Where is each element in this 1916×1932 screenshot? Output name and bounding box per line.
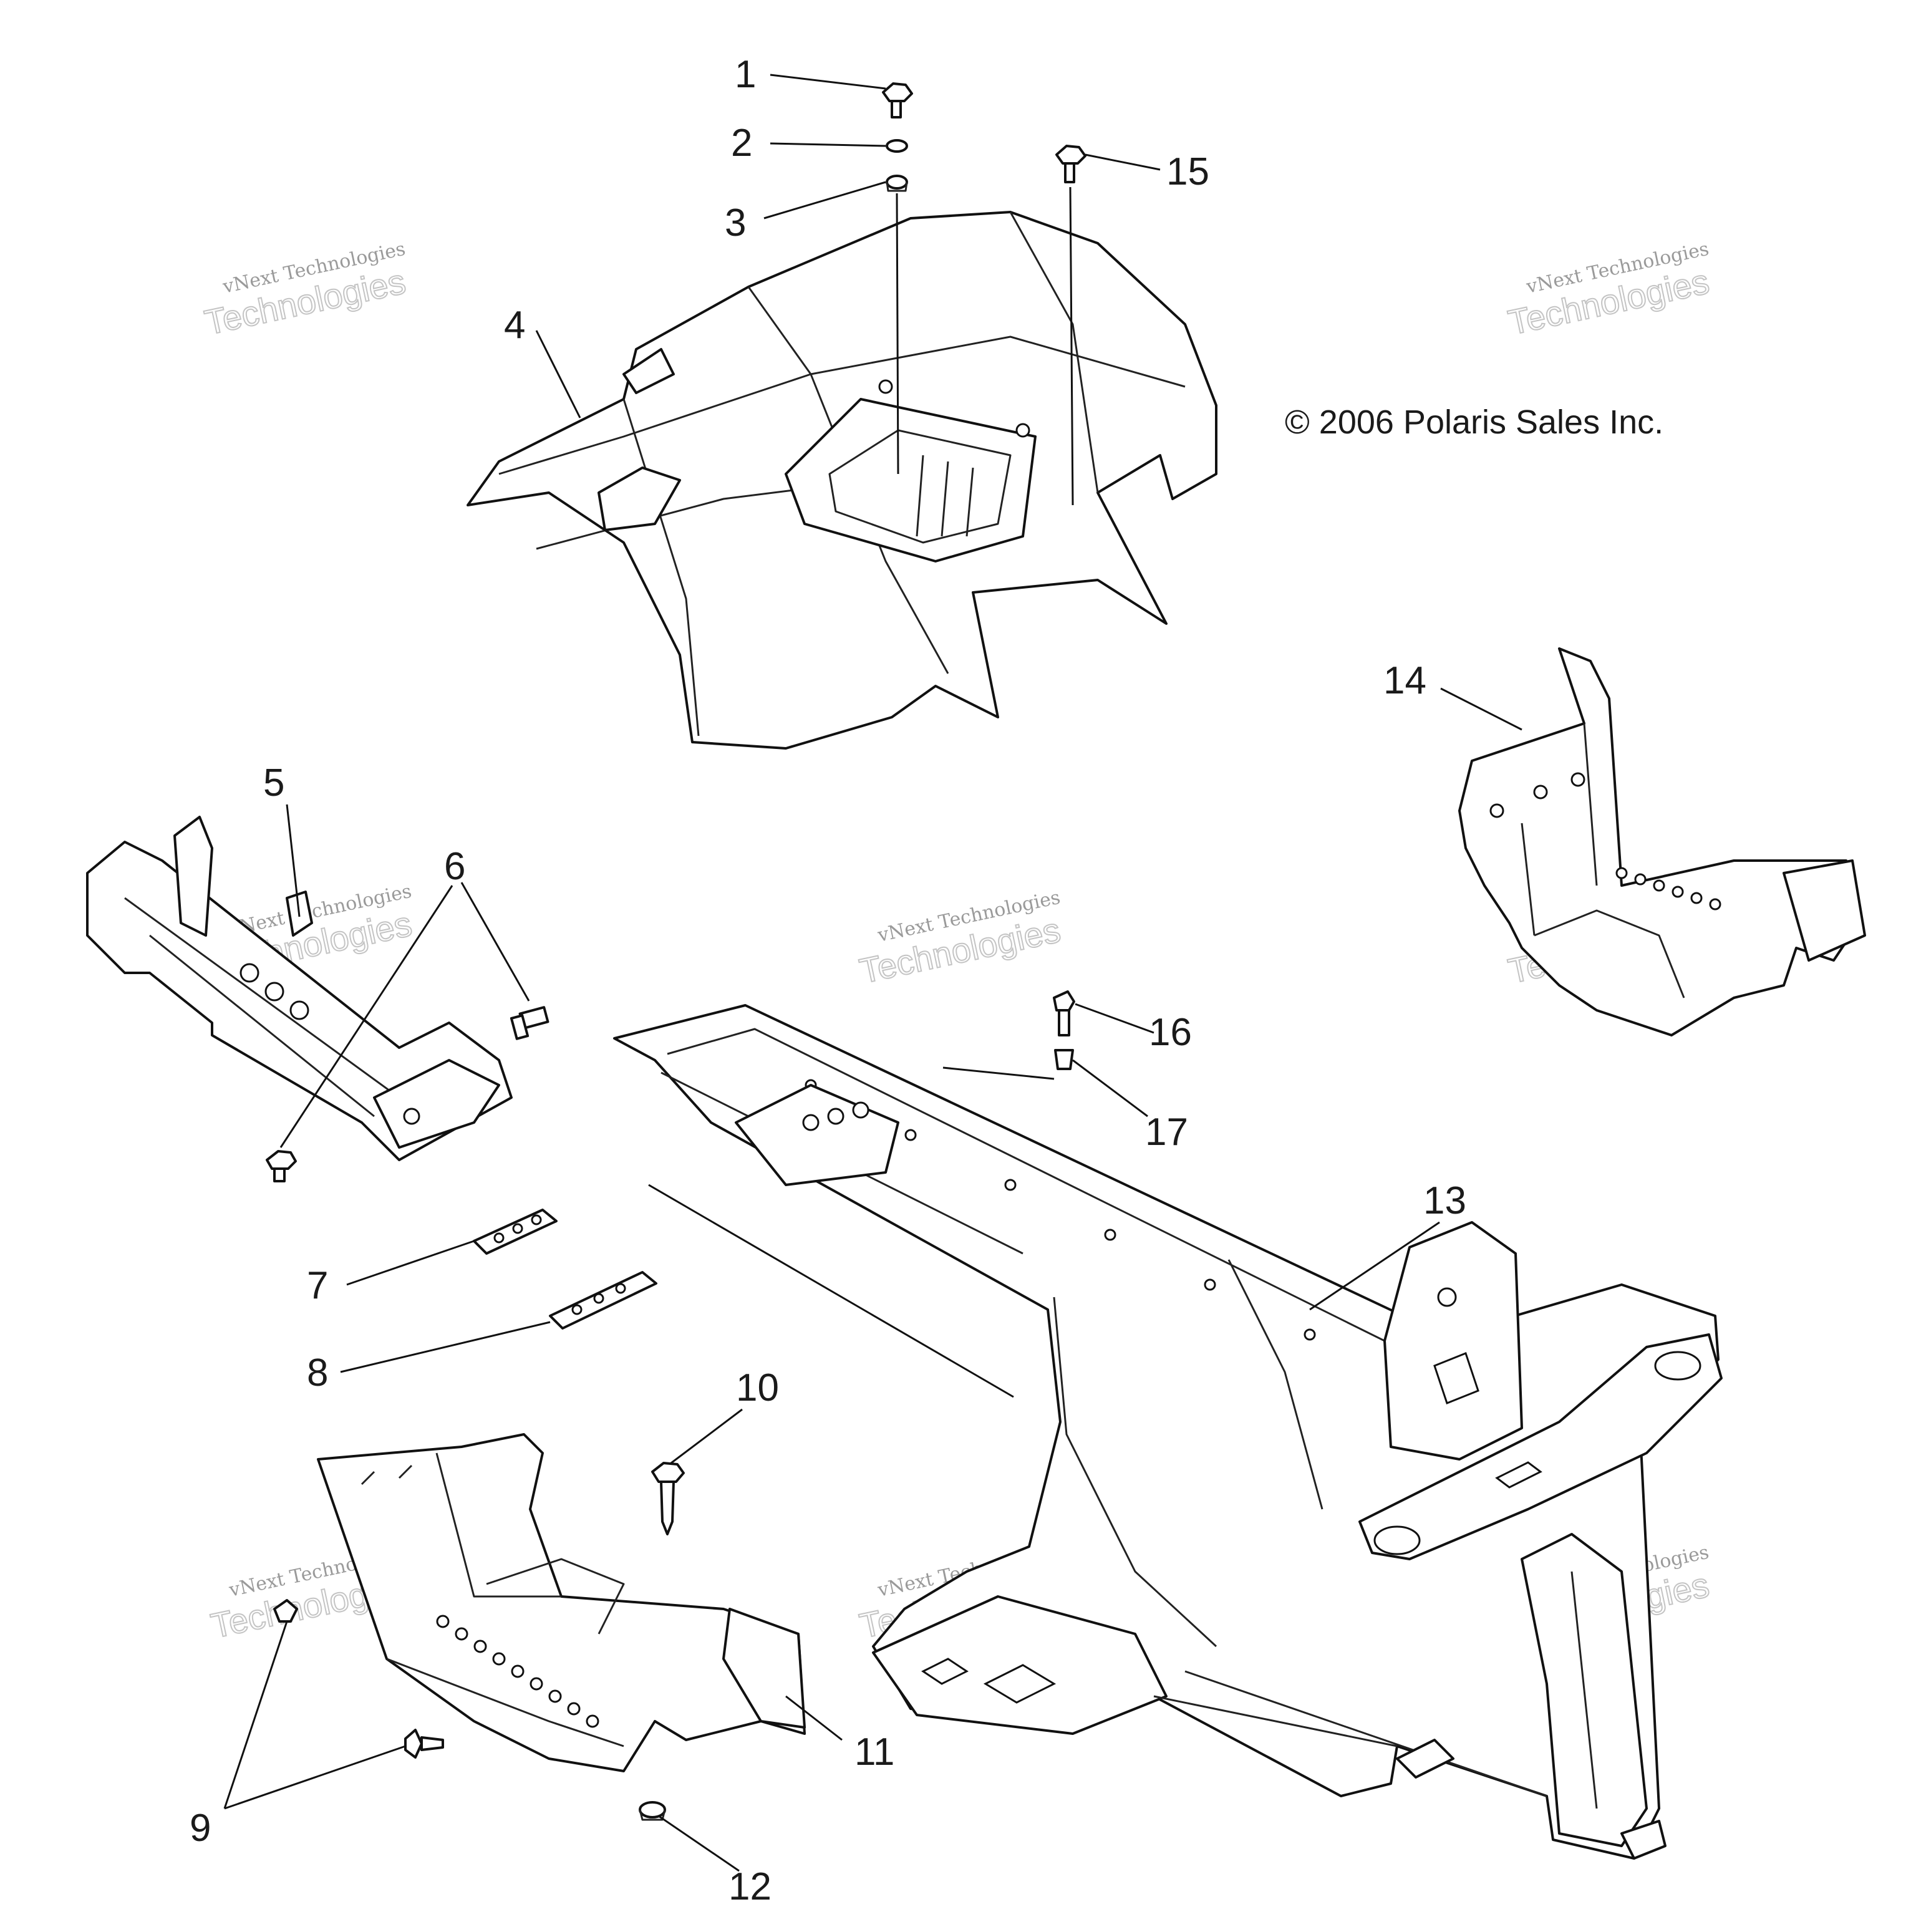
- part-17-grommet: [1054, 1049, 1074, 1070]
- callout-11: 11: [854, 1731, 894, 1774]
- copyright-notice: © 2006 Polaris Sales Inc.: [1285, 403, 1663, 441]
- part-8-clip-strip: [549, 1271, 657, 1330]
- callout-5: 5: [263, 761, 284, 804]
- callout-16: 16: [1149, 1011, 1192, 1054]
- callout-12: 12: [728, 1865, 772, 1908]
- callout-8: 8: [307, 1351, 328, 1394]
- callout-13: 13: [1423, 1179, 1466, 1222]
- callout-3: 3: [725, 201, 746, 244]
- callout-17: 17: [1145, 1111, 1188, 1154]
- watermark-top-right: vNext Technologies Technologies: [1504, 238, 1713, 343]
- callout-4: 4: [504, 304, 525, 347]
- part-9-pushpin-upper: [273, 1599, 298, 1623]
- part-6-bolt-upper: [510, 1006, 549, 1040]
- watermark-mid-center: vNext Technologies Technologies: [856, 887, 1065, 992]
- part-16-pushpin: [1053, 990, 1075, 1036]
- callout-6: 6: [444, 845, 465, 888]
- callout-9: 9: [190, 1807, 211, 1850]
- part-6-bolt-lower: [266, 1150, 297, 1182]
- callout-15: 15: [1166, 150, 1209, 193]
- part-9-pushpin-lower: [404, 1729, 444, 1759]
- callout-10: 10: [736, 1366, 779, 1409]
- part-15-bolt: [1055, 145, 1086, 183]
- callout-1: 1: [735, 53, 756, 96]
- right-footwell-tread-holes: [1615, 867, 1721, 910]
- footwell-tread-holes: [436, 1615, 599, 1728]
- callout-7: 7: [307, 1264, 328, 1307]
- part-4-rear-cab: [467, 211, 1217, 750]
- part-5-footrest-bracket: [86, 816, 513, 1161]
- part-1-bolt: [882, 82, 913, 118]
- part-7-clip-strip: [473, 1209, 558, 1255]
- part-14-right-footwell: [1458, 647, 1866, 1036]
- callout-14: 14: [1383, 659, 1426, 702]
- callout-2: 2: [731, 122, 752, 165]
- watermark-top-left: vNext Technologies Technologies: [201, 238, 410, 343]
- part-11-left-footwell: [317, 1433, 806, 1772]
- part-12-nut: [639, 1801, 666, 1821]
- part-2-washer: [886, 139, 908, 153]
- part-3-grommet: [886, 175, 908, 192]
- part-13-frame: [613, 1004, 1723, 1860]
- part-10-bolt: [651, 1462, 685, 1535]
